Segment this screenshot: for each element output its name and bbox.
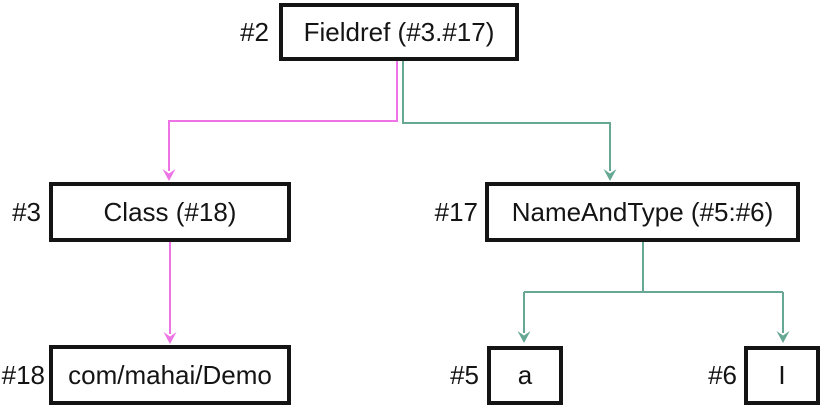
ref-label-nameandtype: #17 <box>434 196 478 227</box>
edge-class-to-classname <box>163 240 177 344</box>
ref-label-fieldref: #2 <box>240 16 269 47</box>
node-fieldref: Fieldref (#3.#17) <box>279 3 519 61</box>
edge-nameandtype-to-name-and-descriptor <box>517 240 790 343</box>
node-class: Class (#18) <box>49 182 291 242</box>
edge-fieldref-to-nameandtype <box>402 59 617 181</box>
edge-fieldref-to-class <box>162 59 398 181</box>
ref-label-class: #3 <box>12 196 41 227</box>
node-nameandtype: NameAndType (#5:#6) <box>485 182 800 242</box>
ref-label-classname: #18 <box>1 359 45 390</box>
node-descriptor: I <box>744 346 820 405</box>
node-classname: com/mahai/Demo <box>49 345 291 405</box>
node-field-name: a <box>487 346 563 405</box>
ref-label-descriptor: #6 <box>708 360 737 390</box>
ref-label-field-name: #5 <box>450 360 479 390</box>
